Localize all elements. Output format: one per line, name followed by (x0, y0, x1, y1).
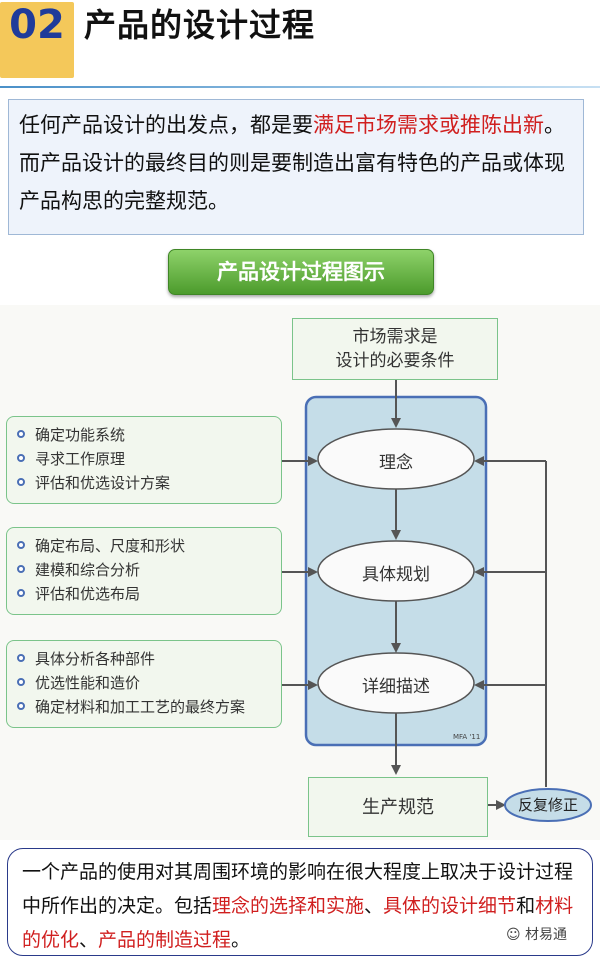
list-item: 确定布局、尺度和形状 (17, 534, 281, 558)
concept-task-list: 确定功能系统 寻求工作原理 评估和优选设计方案 (6, 416, 282, 504)
bullet-icon (17, 678, 25, 686)
watermark: ☺ 材易通 (506, 927, 568, 943)
detail-task-list: 具体分析各种部件 优选性能和造价 确定材料和加工工艺的最终方案 (6, 640, 282, 728)
bullet-icon (17, 541, 25, 549)
list-item: 优选性能和造价 (17, 671, 281, 695)
diagram-credit: MFA '11 (453, 733, 481, 741)
list-item: 确定功能系统 (17, 423, 281, 447)
stage-label-concept: 理念 (379, 453, 413, 473)
section-number-badge: 02 (0, 2, 74, 78)
feedback-label: 反复修正 (517, 796, 578, 814)
header-divider (0, 86, 600, 88)
summary-paragraph: 一个产品的使用对其周围环境的影响在很大程度上取决于设计过程中所作出的决定。包括理… (7, 848, 593, 956)
bullet-icon (17, 478, 25, 486)
intro-text-a: 任何产品设计的出发点，都是要 (19, 113, 313, 137)
planning-task-list: 确定布局、尺度和形状 建模和综合分析 评估和优选布局 (6, 527, 282, 615)
market-demand-line-1: 市场需求是 (352, 327, 438, 347)
stage-label-detail: 详细描述 (362, 677, 430, 697)
intro-highlight: 满足市场需求或推陈出新 (313, 113, 544, 137)
section-header: 02 产品的设计过程 (0, 0, 600, 80)
section-title: 产品的设计过程 (84, 6, 316, 44)
list-item: 评估和优选布局 (17, 582, 281, 606)
feedback-ellipse (504, 788, 592, 822)
list-item: 确定材料和加工工艺的最终方案 (17, 695, 281, 719)
list-item: 评估和优选设计方案 (17, 471, 281, 495)
intro-text-b: 。而产品设计的最终目的则是要制造出富有特色的产品或体现产品构思的完整规范。 (19, 113, 565, 213)
design-process-diagram: 市场需求是 设计的必要条件 确定功能系统 寻求工作原理 评估和优选设计方案 确定… (0, 305, 600, 840)
diagram-title-button[interactable]: 产品设计过程图示 (168, 249, 434, 295)
diagram-graphics (0, 305, 600, 840)
bullet-icon (17, 702, 25, 710)
stage-label-planning: 具体规划 (362, 565, 430, 585)
section-number: 02 (9, 2, 65, 48)
bullet-icon (17, 589, 25, 597)
bullet-icon (17, 454, 25, 462)
market-demand-line-2: 设计的必要条件 (335, 351, 455, 371)
production-spec-box: 生产规范 (308, 777, 488, 837)
list-item: 寻求工作原理 (17, 447, 281, 471)
bullet-icon (17, 654, 25, 662)
bullet-icon (17, 430, 25, 438)
list-item: 建模和综合分析 (17, 558, 281, 582)
market-demand-box: 市场需求是 设计的必要条件 (292, 318, 498, 380)
bullet-icon (17, 565, 25, 573)
intro-paragraph: 任何产品设计的出发点，都是要满足市场需求或推陈出新。而产品设计的最终目的则是要制… (8, 99, 584, 235)
list-item: 具体分析各种部件 (17, 647, 281, 671)
wechat-icon: ☺ (506, 927, 526, 943)
